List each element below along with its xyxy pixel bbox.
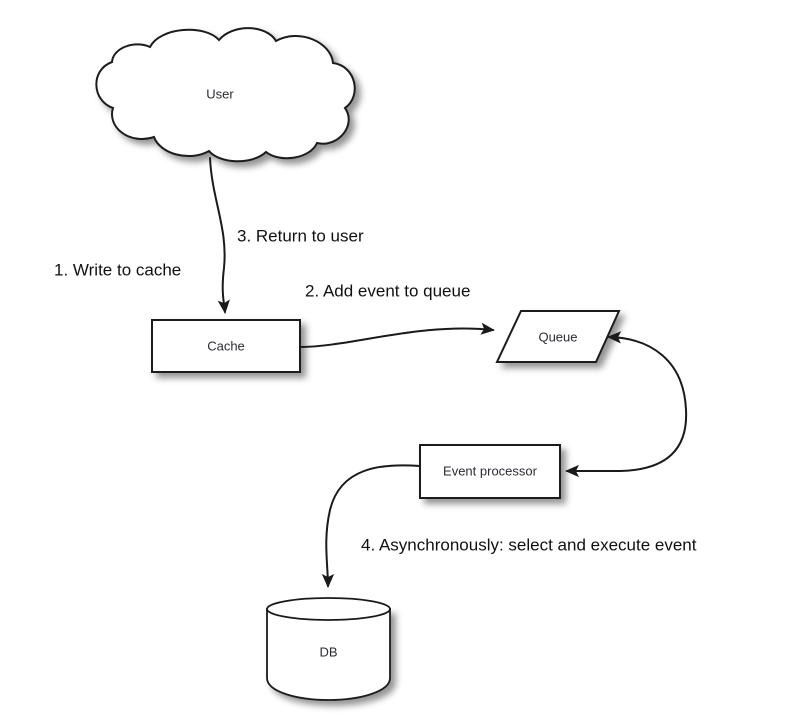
node-queue-label: Queue [538,329,577,344]
node-event-processor-label: Event processor [443,463,538,478]
node-queue[interactable]: Queue [495,310,621,363]
node-db[interactable]: DB [266,597,391,701]
edge-cache-to-queue [299,322,495,348]
cloud-shape [95,27,356,163]
event-processor-box-shape [419,444,561,499]
db-cylinder-top [266,597,391,621]
step-label-4: 4. Asynchronously: select and execute ev… [361,535,697,554]
step-label-2: 2. Add event to queue [305,281,470,300]
node-cache-label: Cache [207,338,245,353]
node-event-processor[interactable]: Event processor [419,444,561,499]
edge-user-to-cache [209,157,230,314]
queue-parallelogram-shape [495,310,621,363]
node-cache[interactable]: Cache [151,319,301,373]
db-cylinder-body [266,608,391,701]
edge-processor-to-db [321,464,421,588]
node-user-label: User [206,86,234,101]
node-user[interactable]: User [95,27,356,163]
edge-processor-to-queue [607,331,688,472]
step-label-3: 3. Return to user [237,226,364,245]
node-db-label: DB [319,644,337,659]
step-label-1: 1. Write to cache [54,260,181,279]
